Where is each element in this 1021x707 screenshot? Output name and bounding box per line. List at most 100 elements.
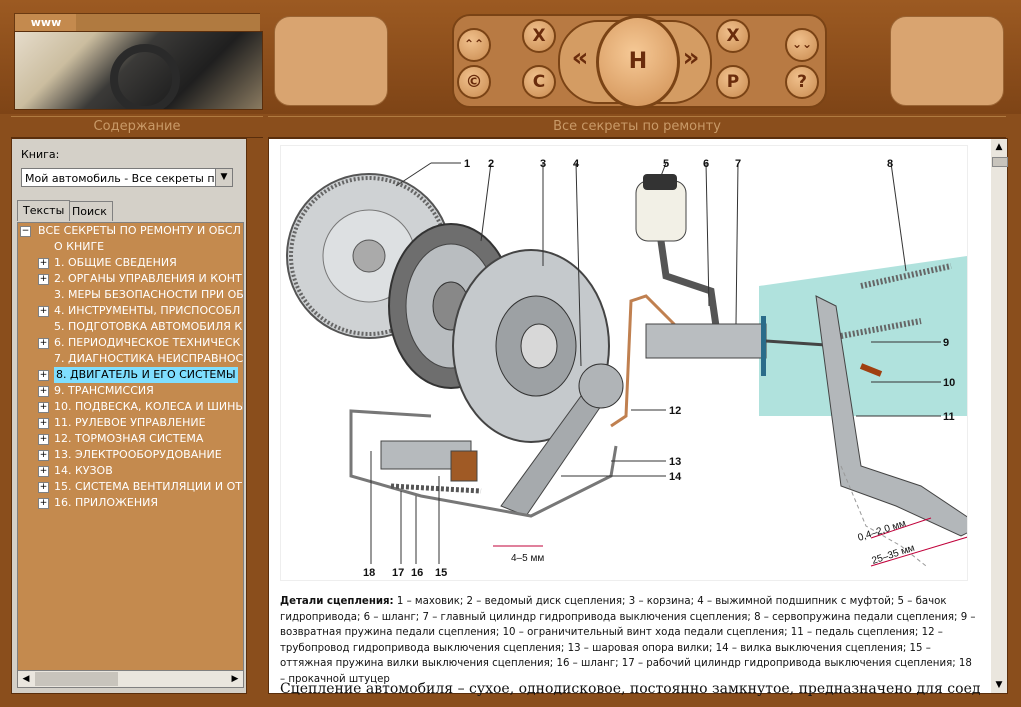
tree-item-label: 6. ПЕРИОДИЧЕСКОЕ ТЕХНИЧЕСК	[54, 336, 241, 349]
tree-item-label: 15. СИСТЕМА ВЕНТИЛЯЦИИ И ОТ	[54, 480, 242, 493]
top-toolbar: www ⌃⌃ © X C « H » X P ⌄⌄ ?	[0, 0, 1021, 114]
tree-item-label: 13. ЭЛЕКТРООБОРУДОВАНИЕ	[54, 448, 222, 461]
tree-item[interactable]: +1. ОБЩИЕ СВЕДЕНИЯ	[18, 255, 243, 271]
next-page-button[interactable]: »	[682, 43, 700, 73]
contents-header: Содержание	[11, 116, 263, 138]
prev-page-button[interactable]: «	[571, 43, 589, 73]
home-button[interactable]: H	[596, 15, 680, 109]
book-select-value: Мой автомобиль - Все секреты по ре	[25, 172, 233, 185]
callout-18: 18	[363, 567, 375, 579]
tree-item[interactable]: +15. СИСТЕМА ВЕНТИЛЯЦИИ И ОТ	[18, 479, 243, 495]
dimension-label-small: 0,4–2,0 мм	[857, 518, 908, 544]
tree-item[interactable]: 7. ДИАГНОСТИКА НЕИСПРАВНОС	[18, 351, 243, 367]
tree-item[interactable]: 3. МЕРЫ БЕЗОПАСНОСТИ ПРИ ОБ	[18, 287, 243, 303]
book-label: Книга:	[21, 148, 60, 161]
collapse-icon[interactable]: −	[20, 226, 31, 237]
horizontal-scrollbar[interactable]: ◀ ▶	[17, 670, 244, 688]
tree-item[interactable]: О КНИГЕ	[18, 239, 243, 255]
callout-15: 15	[435, 567, 447, 579]
expand-icon[interactable]: +	[38, 370, 49, 381]
tree-item[interactable]: +13. ЭЛЕКТРООБОРУДОВАНИЕ	[18, 447, 243, 463]
callout-11: 11	[943, 411, 955, 423]
tree-item[interactable]: 5. ПОДГОТОВКА АВТОМОБИЛЯ К	[18, 319, 243, 335]
callout-16: 16	[411, 567, 423, 579]
caption-title: Детали сцепления:	[280, 596, 394, 607]
tree-item-label: 10. ПОДВЕСКА, КОЛЕСА И ШИНЫ	[54, 400, 244, 413]
expand-icon[interactable]: +	[38, 338, 49, 349]
right-blank-panel	[890, 16, 1004, 106]
scroll-right-icon[interactable]: ▶	[231, 674, 239, 684]
close-right-button[interactable]: X	[716, 19, 750, 53]
tree-item[interactable]: +9. ТРАНСМИССИЯ	[18, 383, 243, 399]
expand-icon[interactable]: +	[38, 434, 49, 445]
callout-4: 4	[573, 158, 580, 170]
vertical-scroll-thumb[interactable]	[992, 157, 1008, 167]
callout-10: 10	[943, 377, 955, 389]
vertical-scrollbar[interactable]: ▲ ▼	[991, 139, 1008, 693]
expand-icon[interactable]: +	[38, 258, 49, 269]
expand-icon[interactable]: +	[38, 482, 49, 493]
tree-item-label: 14. КУЗОВ	[54, 464, 113, 477]
contents-pane: Книга: Мой автомобиль - Все секреты по р…	[11, 138, 247, 694]
left-blank-panel	[274, 16, 388, 106]
close-left-button[interactable]: X	[522, 19, 556, 53]
car-interior-photo	[14, 31, 263, 110]
tree-item[interactable]: +14. КУЗОВ	[18, 463, 243, 479]
expand-icon[interactable]: +	[38, 466, 49, 477]
tree-item[interactable]: −ВСЕ СЕКРЕТЫ ПО РЕМОНТУ И ОБСЛ	[18, 223, 243, 239]
content-title-header: Все секреты по ремонту	[268, 116, 1006, 138]
www-label[interactable]: www	[14, 13, 78, 33]
tree-item[interactable]: +16. ПРИЛОЖЕНИЯ	[18, 495, 243, 511]
dimension-label-large: 25–35 мм	[871, 543, 917, 567]
chevron-down-icon[interactable]: ▼	[215, 169, 232, 186]
scroll-up-icon[interactable]: ▲	[995, 142, 1003, 152]
tree-item[interactable]: +11. РУЛЕВОЕ УПРАВЛЕНИЕ	[18, 415, 243, 431]
contents-button[interactable]: C	[522, 65, 556, 99]
scroll-down-button[interactable]: ⌄⌄	[785, 28, 819, 62]
print-button[interactable]: P	[716, 65, 750, 99]
callout-17: 17	[392, 567, 404, 579]
tree-item-label: 16. ПРИЛОЖЕНИЯ	[54, 496, 158, 509]
scroll-up-button[interactable]: ⌃⌃	[457, 28, 491, 62]
callout-1: 1	[464, 158, 470, 170]
scroll-thumb[interactable]	[35, 672, 118, 686]
tab-search[interactable]: Поиск	[66, 201, 113, 221]
tree-item-label: 2. ОРГАНЫ УПРАВЛЕНИЯ И КОНТ	[54, 272, 242, 285]
expand-icon[interactable]: +	[38, 306, 49, 317]
expand-icon[interactable]: +	[38, 386, 49, 397]
book-select[interactable]: Мой автомобиль - Все секреты по ре ▼	[21, 168, 233, 187]
expand-icon[interactable]: +	[38, 402, 49, 413]
tab-texts[interactable]: Тексты	[17, 200, 71, 221]
body-paragraph: Сцепление автомобиля – сухое, однодисков…	[280, 681, 980, 697]
expand-icon[interactable]: +	[38, 418, 49, 429]
tree-item-label: 12. ТОРМОЗНАЯ СИСТЕМА	[54, 432, 204, 445]
tree-item[interactable]: +8. ДВИГАТЕЛЬ И ЕГО СИСТЕМЫ	[18, 367, 243, 383]
tree-item-label: 7. ДИАГНОСТИКА НЕИСПРАВНОС	[54, 352, 244, 365]
tree-item[interactable]: +2. ОРГАНЫ УПРАВЛЕНИЯ И КОНТ	[18, 271, 243, 287]
callout-5: 5	[663, 158, 669, 170]
tree-item-label: 1. ОБЩИЕ СВЕДЕНИЯ	[54, 256, 177, 269]
tree-item[interactable]: +12. ТОРМОЗНАЯ СИСТЕМА	[18, 431, 243, 447]
caption-text: 1 – маховик; 2 – ведомый диск сцепления;…	[280, 596, 976, 685]
tree-item[interactable]: +6. ПЕРИОДИЧЕСКОЕ ТЕХНИЧЕСК	[18, 335, 243, 351]
expand-icon[interactable]: +	[38, 450, 49, 461]
figure-caption: Детали сцепления: 1 – маховик; 2 – ведом…	[280, 594, 980, 687]
scroll-down-icon[interactable]: ▼	[995, 680, 1003, 690]
tree-item[interactable]: +10. ПОДВЕСКА, КОЛЕСА И ШИНЫ	[18, 399, 243, 415]
callout-13: 13	[669, 456, 681, 468]
tree-item-label: 8. ДВИГАТЕЛЬ И ЕГО СИСТЕМЫ	[54, 367, 238, 383]
scroll-left-icon[interactable]: ◀	[22, 674, 30, 684]
tree-item[interactable]: +4. ИНСТРУМЕНТЫ, ПРИСПОСОБЛ	[18, 303, 243, 319]
expand-icon[interactable]: +	[38, 274, 49, 285]
help-button[interactable]: ?	[785, 65, 819, 99]
expand-icon[interactable]: +	[38, 498, 49, 509]
tree-item-label: 9. ТРАНСМИССИЯ	[54, 384, 154, 397]
copyright-button[interactable]: ©	[457, 65, 491, 99]
callout-8: 8	[887, 158, 893, 170]
callout-7: 7	[735, 158, 741, 170]
www-bar	[76, 13, 260, 33]
callout-3: 3	[540, 158, 546, 170]
